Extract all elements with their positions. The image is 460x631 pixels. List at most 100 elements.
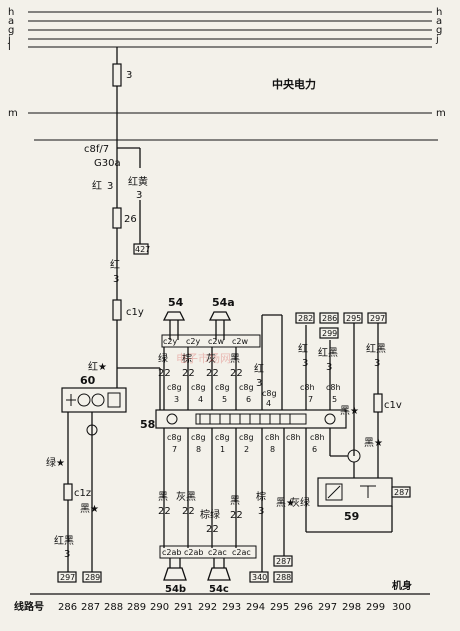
right-branch: 红黑 3 c1v 黑★ 黑★: [329, 323, 402, 478]
ref-287-right: 287: [394, 488, 409, 497]
ref-340: 340: [252, 573, 267, 582]
line-number-296: 296: [294, 602, 313, 613]
bus-label-j: j: [7, 34, 11, 45]
line-number-299: 299: [366, 602, 385, 613]
top-wire-6-size: 3: [302, 358, 308, 369]
right-wire-color: 红黄: [128, 175, 148, 188]
bus-label-j-right: j: [435, 34, 439, 45]
ref-427: 427: [135, 245, 150, 254]
line-number-291: 291: [174, 602, 193, 613]
connector-c2y-left: c2y: [163, 337, 177, 346]
speaker-54c-label: 54c: [209, 584, 229, 595]
top-wire-4-conn: c8g: [239, 383, 254, 392]
ref-282: 282: [298, 314, 313, 323]
bottom-wire-3-pin: 1: [220, 445, 225, 454]
bottom-wire-7-conn: c8h: [310, 433, 325, 442]
ref-288-bottom: 288: [276, 573, 291, 582]
speaker-54-label: 54: [168, 296, 184, 309]
bus-label-m: m: [8, 108, 18, 119]
bottom-wire-3-size: 22: [206, 524, 219, 535]
connector-c2w-right: c2w: [232, 337, 248, 346]
bottom-wire-3-color: 棕绿: [200, 508, 220, 521]
red-wire-size: 3: [113, 274, 119, 285]
bottom-wire-5-size: 3: [258, 506, 264, 517]
top-wire-2-pin: 4: [198, 395, 203, 404]
ref-297-top: 297: [370, 314, 385, 323]
top-wire-6-color: 红: [298, 342, 308, 355]
line-number-label: 线路号: [14, 600, 44, 613]
component-60: 60: [61, 374, 127, 560]
component-59-label: 59: [344, 510, 359, 523]
top-wire-5-pin: 4: [266, 399, 271, 408]
bottom-wire-7-color: 灰绿: [290, 496, 310, 509]
bottom-conn-1: c2ab: [162, 548, 181, 557]
line-numbers: 线路号 286 287 288 289 290 291 292 293 294 …: [14, 600, 411, 613]
bottom-wire-4-color: 黑: [230, 495, 240, 507]
radio-58: 58: [140, 409, 347, 431]
top-wire-1-color: 绿: [158, 352, 168, 365]
bottom-wire-2-conn: c8g: [191, 433, 206, 442]
bottom-wire-4-conn: c8g: [239, 433, 254, 442]
right-wire-size: 3: [136, 190, 142, 201]
top-wire-5-conn: c8g: [262, 389, 277, 398]
top-wire-1-conn: c8g: [167, 383, 182, 392]
top-wire-5-color: 红: [254, 362, 264, 375]
ref-295: 295: [346, 314, 361, 323]
connector-g30a: G30a: [94, 158, 121, 169]
bottom-wire-1-size: 22: [158, 506, 171, 517]
green-star-label: 绿★: [46, 456, 65, 469]
bottom-conn-4: c2ac: [232, 548, 251, 557]
bottom-wire-5-pin: 8: [270, 445, 275, 454]
top-wire-1-size: 22: [158, 368, 171, 379]
top-wire-3-conn: c8g: [215, 383, 230, 392]
fuse-26-label: 26: [124, 214, 137, 225]
fuse-3-label: 3: [126, 70, 132, 81]
right-red-black: 红黑: [366, 342, 386, 355]
red-wire-color: 红: [110, 258, 120, 271]
top-wire-7-size: 3: [326, 362, 332, 373]
ref-297-left: 297: [60, 573, 75, 582]
line-number-289: 289: [127, 602, 146, 613]
bottom-wire-5-conn: c8h: [265, 433, 280, 442]
red-star-label: 红★: [88, 360, 107, 373]
chassis-label: 机身: [392, 579, 412, 592]
black-star-right-1: 黑★: [340, 405, 359, 417]
top-wire-6-conn: c8h: [300, 383, 315, 392]
bus-label-h: h: [8, 7, 14, 18]
bottom-wire-2-size: 22: [182, 506, 195, 517]
bus-label-a: a: [8, 16, 14, 27]
black-star-right-2: 黑★: [364, 437, 383, 449]
radio-bottom-wires: c8g 7 黑 22 c8g 8 灰黑 22 c8g 1 棕绿 22 c8g 2…: [158, 428, 325, 572]
bottom-wire-2-color: 灰黑: [176, 490, 196, 503]
left-branch: 绿★ c1z 黑★ 红黑 3 297 289: [46, 456, 102, 583]
bottom-wire-4-pin: 2: [244, 445, 249, 454]
top-wire-4-pin: 6: [246, 395, 251, 404]
line-number-297: 297: [318, 602, 337, 613]
speaker-54b-label: 54b: [165, 584, 186, 595]
bottom-wire-3-conn: c8g: [215, 433, 230, 442]
line-number-288: 288: [104, 602, 123, 613]
top-wire-2-conn: c8g: [191, 383, 206, 392]
line-number-300: 300: [392, 602, 411, 613]
left-wire-size: 3: [107, 181, 113, 192]
line-number-293: 293: [222, 602, 241, 613]
ref-289-left: 289: [85, 573, 100, 582]
top-wire-5-size: 3: [256, 378, 262, 389]
top-wire-2-size: 22: [182, 368, 195, 379]
bottom-wire-4-size: 22: [230, 510, 243, 521]
bottom-wire-7-pin: 6: [312, 445, 317, 454]
component-60-label: 60: [80, 374, 96, 387]
top-wire-4-color: 黑: [230, 353, 240, 365]
bottom-conn-3: c2ac: [208, 548, 227, 557]
bottom-wire-6-color: 黑★: [276, 497, 295, 509]
top-wire-7-conn: c8h: [326, 383, 341, 392]
center-power-label: 中央电力: [272, 77, 316, 91]
line-number-292: 292: [198, 602, 217, 613]
bottom-wire-1-pin: 7: [172, 445, 177, 454]
top-wire-7-pin: 5: [332, 395, 337, 404]
top-wire-4-size: 22: [230, 368, 243, 379]
top-refs: 282 286 299 295 297: [295, 312, 387, 339]
top-wire-2-color: 棕: [182, 352, 192, 365]
top-wire-7-color: 红黑: [318, 346, 338, 359]
